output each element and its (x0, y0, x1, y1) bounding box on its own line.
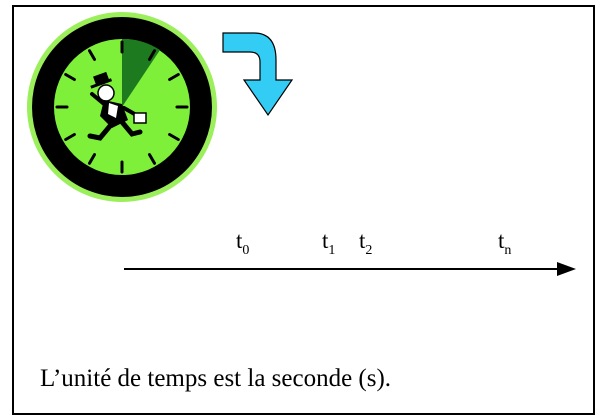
clock-tick-marks (55, 40, 189, 174)
caption-text: L’unité de temps est la seconde (s). (40, 365, 392, 392)
stopwatch-clock-icon (27, 12, 217, 202)
time-label-t0: t0 (236, 228, 250, 258)
time-label-t2: t2 (359, 228, 373, 258)
time-label-t1: t1 (322, 228, 336, 258)
time-label-tn: tn (498, 228, 512, 258)
curved-arrow-icon (222, 32, 294, 117)
running-man-icon (87, 71, 147, 141)
time-axis-arrow (124, 262, 576, 276)
diagram-canvas (27, 12, 576, 276)
